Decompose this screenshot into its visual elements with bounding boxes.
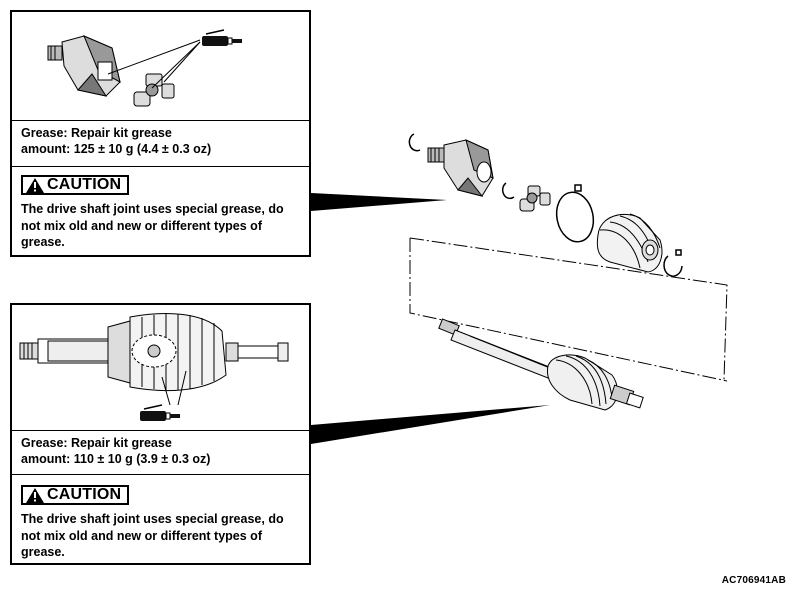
inboard-joint-grease-panel: Grease: Repair kit grease amount: 110 ± …	[10, 303, 311, 565]
caution-label: CAUTION	[21, 175, 130, 195]
inboard-joint-illustration	[19, 313, 289, 421]
grease-tube-icon	[140, 404, 180, 421]
warning-triangle-icon	[26, 487, 44, 503]
outboard-boot	[596, 213, 663, 273]
caution-text: The drive shaft joint uses special greas…	[21, 512, 284, 559]
panel-divider	[12, 430, 309, 431]
outboard-joint-housing	[427, 139, 494, 197]
drive-shaft-assembly	[438, 318, 644, 411]
tripod-joint	[519, 185, 551, 212]
warning-triangle-icon	[26, 177, 44, 193]
caution-label: CAUTION	[21, 485, 130, 505]
outboard-joint-illustration	[47, 29, 242, 107]
outboard-joint-grease-panel: Grease: Repair kit grease amount: 125 ± …	[10, 10, 311, 257]
caution-word: CAUTION	[47, 176, 122, 193]
grease-specification: Grease: Repair kit grease amount: 125 ± …	[21, 126, 212, 156]
assembly-frame	[409, 237, 728, 382]
top-pointer-wedge	[311, 193, 447, 211]
grease-tube-icon	[202, 29, 242, 46]
grease-specification: Grease: Repair kit grease amount: 110 ± …	[21, 436, 211, 466]
panel-divider	[12, 166, 309, 167]
snap-ring-1	[408, 133, 421, 152]
boot-band-small	[663, 249, 683, 277]
panel-divider	[12, 474, 309, 475]
caution-text: The drive shaft joint uses special greas…	[21, 202, 284, 249]
caution-word: CAUTION	[47, 486, 122, 503]
snap-ring-2	[502, 182, 515, 200]
figure-code: AC706941AB	[721, 575, 786, 586]
bottom-pointer-wedge	[311, 405, 550, 444]
boot-band-large	[555, 184, 595, 243]
panel-divider	[12, 120, 309, 121]
